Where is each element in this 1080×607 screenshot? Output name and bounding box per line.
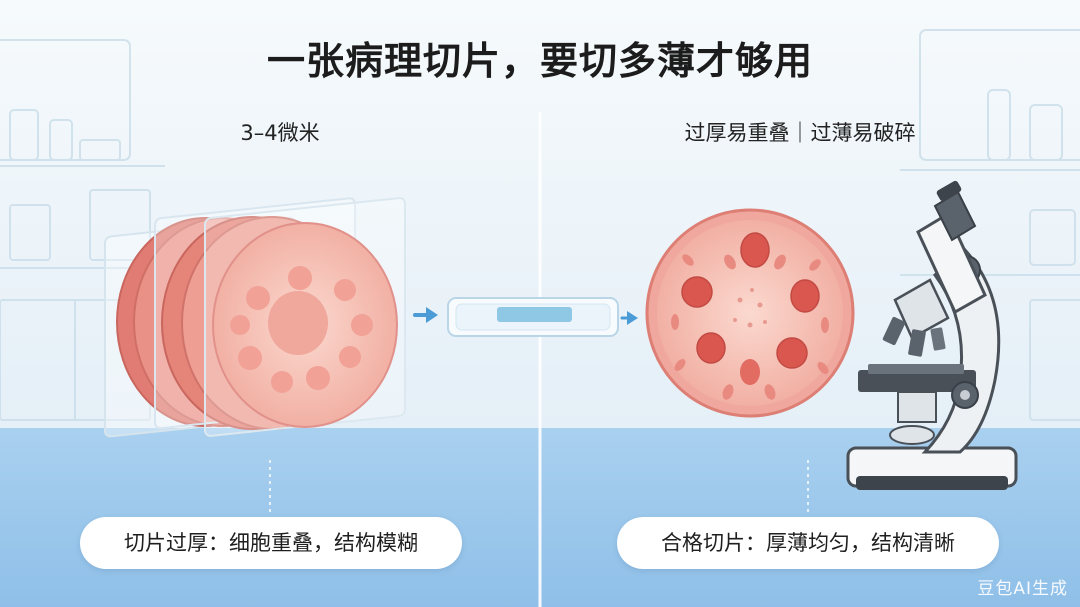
- caption-qualified-section: 合格切片：厚薄均匀，结构清晰: [617, 517, 999, 569]
- arrow-right-icon: [620, 311, 638, 325]
- thickness-label: 3–4微米: [240, 121, 320, 145]
- lab-shelf-right: [900, 29, 1080, 421]
- warning-label: 过厚易重叠｜过薄易破碎: [684, 121, 916, 145]
- arrow-right-icon: [413, 307, 438, 323]
- tissue-section-icon: [645, 208, 855, 418]
- microscope-icon: [846, 180, 1018, 490]
- watermark: 豆包AI生成: [977, 579, 1068, 599]
- caption-thick-section: 切片过厚：细胞重叠，结构模糊: [80, 517, 462, 569]
- lab-shelf-left: [0, 39, 175, 421]
- tissue-stack-icon: [104, 197, 406, 438]
- page-title: 一张病理切片，要切多薄才够用: [266, 39, 813, 83]
- glass-slide-icon: [447, 297, 619, 337]
